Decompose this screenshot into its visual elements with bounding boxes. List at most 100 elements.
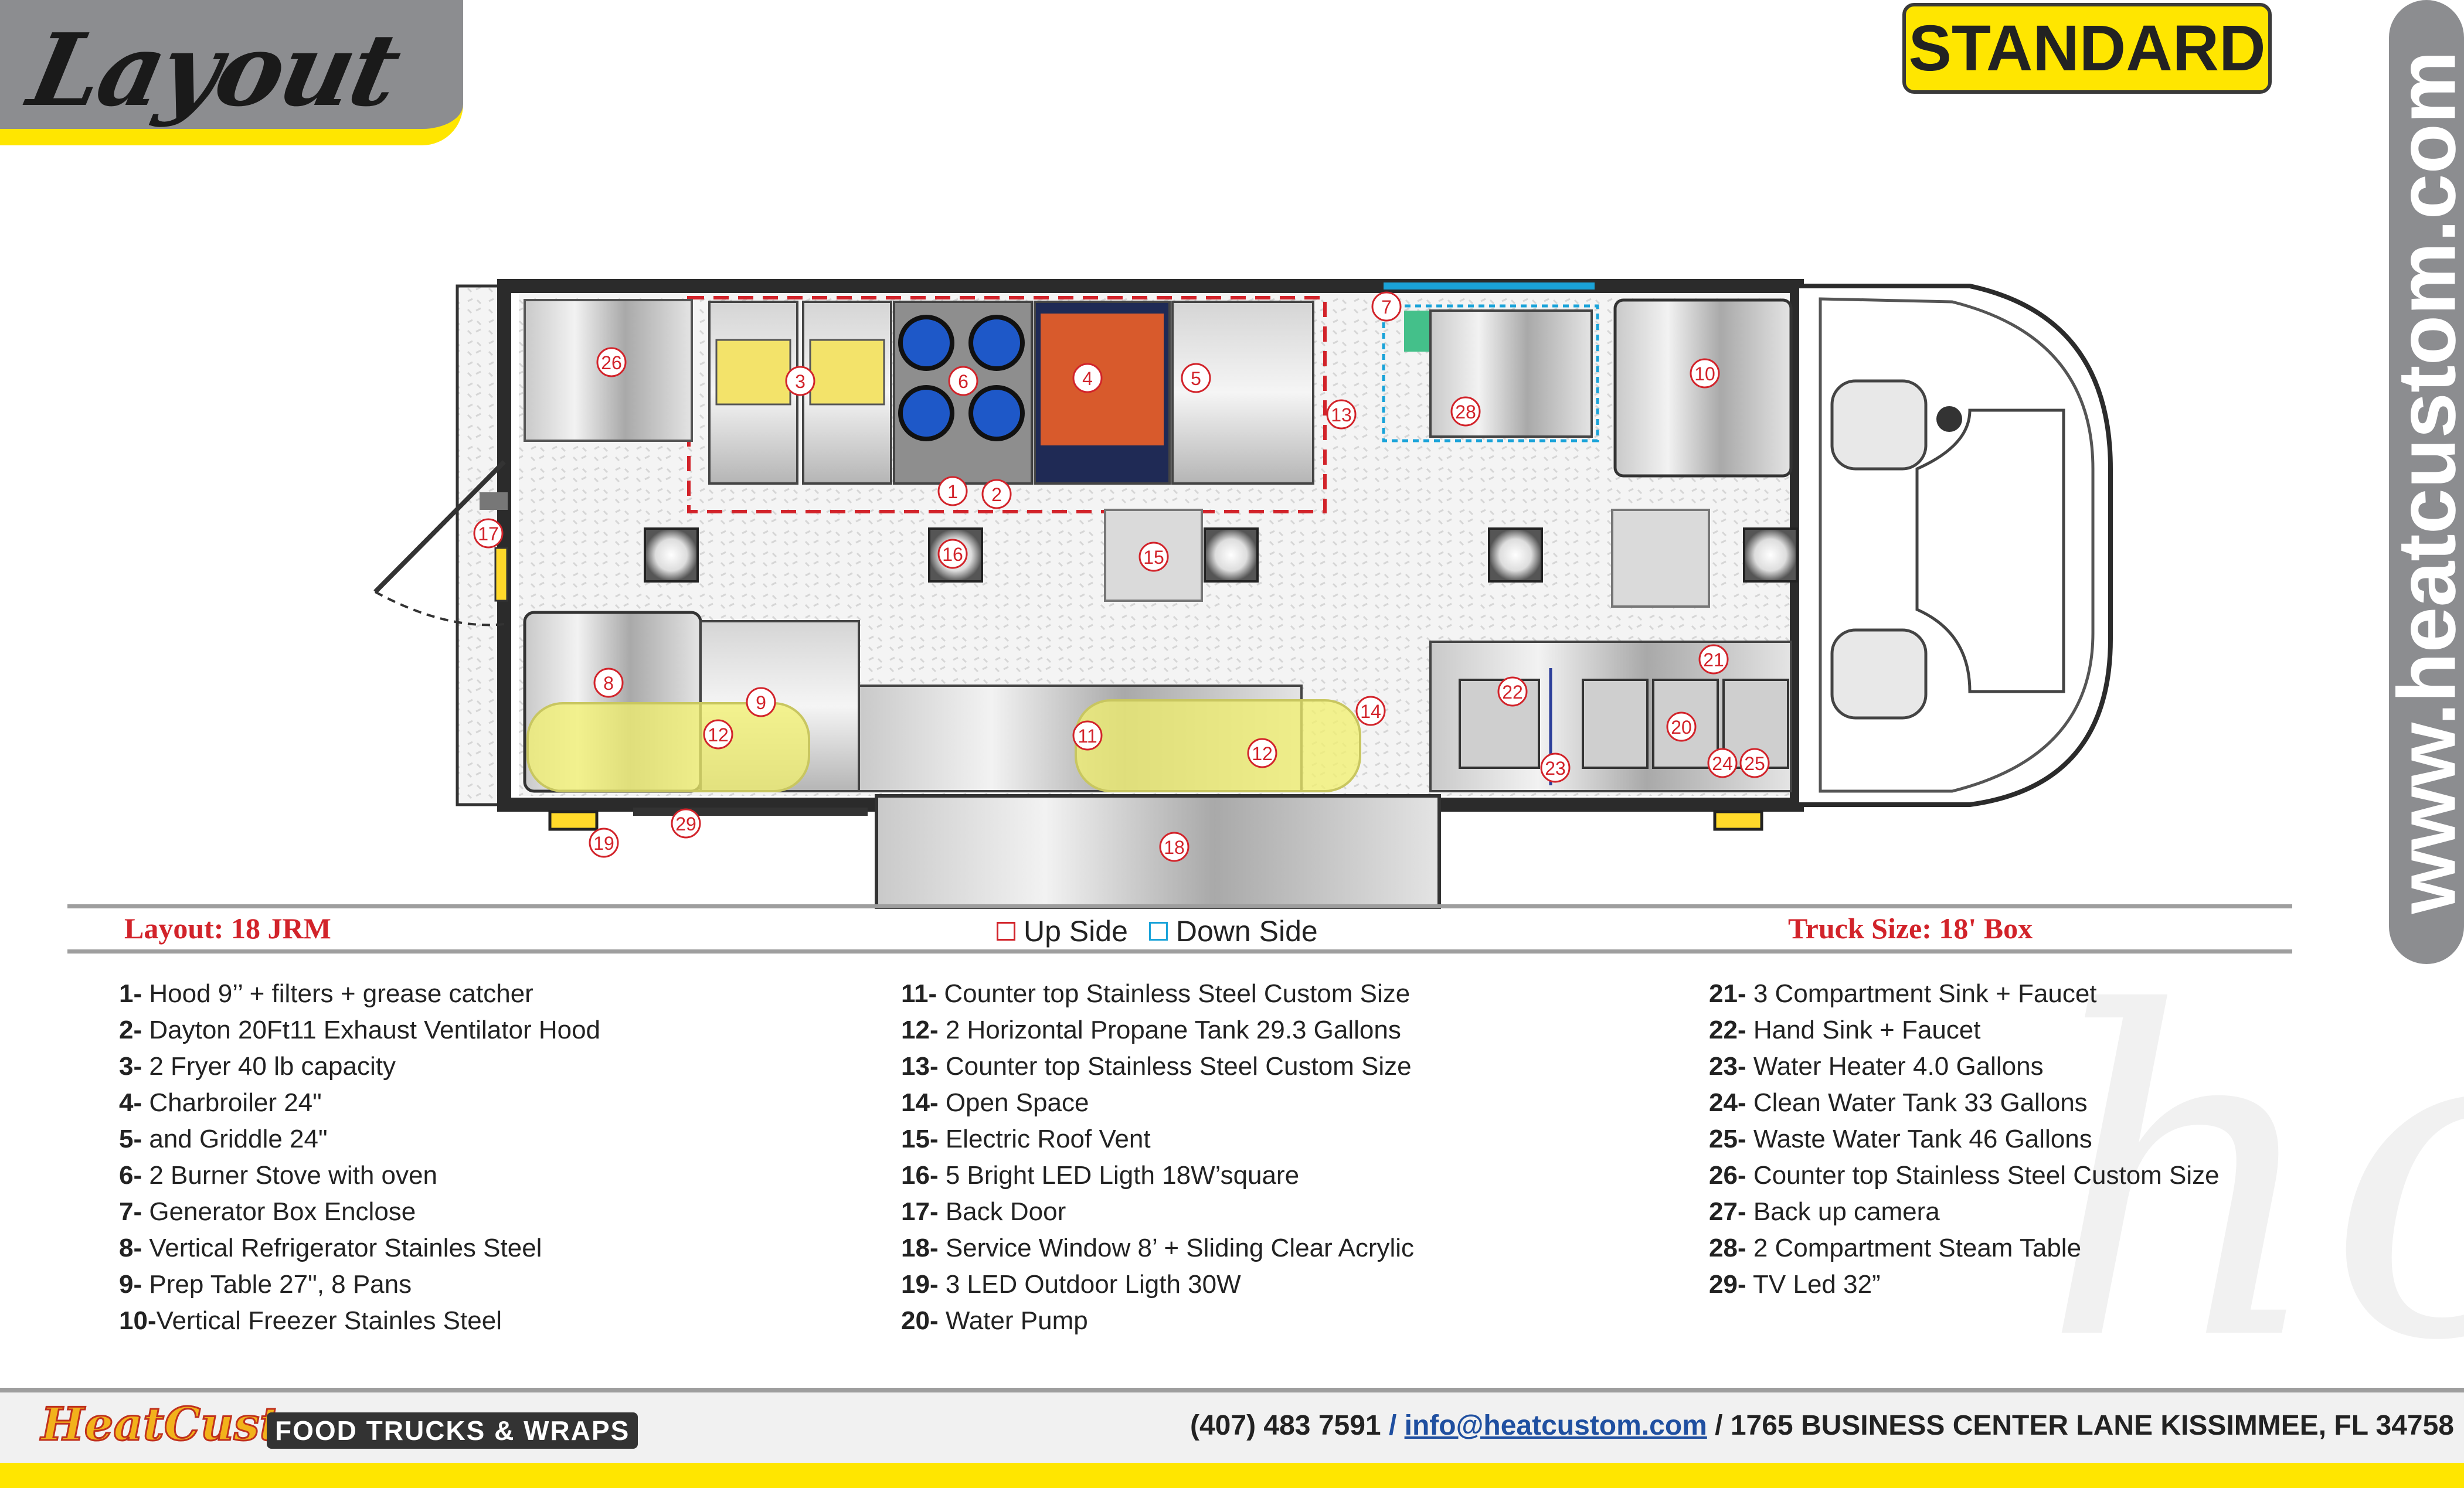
- water-pump: [494, 547, 508, 602]
- list-item: 24- Clean Water Tank 33 Gallons: [1709, 1088, 2088, 1117]
- marker-3-label: 3: [795, 371, 806, 392]
- marker-6-label: 6: [958, 371, 968, 392]
- legend-down-swatch: [1148, 922, 1168, 941]
- tagline-badge: FOOD TRUCKS & WRAPS: [267, 1412, 638, 1449]
- marker-1-label: 1: [947, 481, 958, 502]
- marker-17: 17: [473, 518, 504, 549]
- marker-12a: 12: [703, 719, 733, 750]
- marker-21-label: 21: [1703, 649, 1724, 670]
- marker-1: 1: [937, 476, 968, 506]
- list-item: 9- Prep Table 27", 8 Pans: [119, 1270, 412, 1299]
- marker-8: 8: [593, 668, 624, 698]
- footer-accent-strip: [0, 1463, 2464, 1488]
- burner-2: [968, 315, 1025, 371]
- list-item: 20- Water Pump: [901, 1306, 1088, 1335]
- dashboard: [1915, 408, 2065, 693]
- led-light-1: [644, 527, 699, 583]
- list-item: 2- Dayton 20Ft11 Exhaust Ventilator Hood: [119, 1016, 601, 1044]
- marker-18: 18: [1159, 832, 1189, 862]
- marker-25: 25: [1739, 748, 1770, 778]
- exhaust-hood-outline: [687, 296, 1327, 513]
- marker-23-label: 23: [1545, 758, 1566, 779]
- footer-divider: [0, 1388, 2464, 1392]
- burner-4: [968, 385, 1025, 441]
- burner-1: [898, 315, 954, 371]
- marker-10-label: 10: [1694, 363, 1715, 384]
- propane-tank-1: [526, 702, 810, 792]
- legend-down-label: Down Side: [1175, 915, 1318, 948]
- marker-16-label: 16: [942, 544, 963, 565]
- marker-20: 20: [1666, 711, 1697, 742]
- marker-5: 5: [1181, 363, 1211, 393]
- led-light-3: [1204, 527, 1259, 583]
- side-url-bar: [2389, 0, 2464, 964]
- hc-watermark: hc: [2040, 920, 2464, 1438]
- separator: /: [1388, 1410, 1397, 1441]
- list-item: 21- 3 Compartment Sink + Faucet: [1709, 979, 2097, 1008]
- back-up-camera: [480, 492, 508, 510]
- tv-led: [633, 808, 868, 816]
- layout-code: Layout: 18 JRM: [124, 912, 331, 945]
- marker-layer: 1 2 3 4 5 6 7 8 9 10 11 12 12 13 14 15 1…: [473, 291, 1770, 862]
- list-item: 29- TV Led 32”: [1709, 1270, 1881, 1299]
- fryer-basket-1: [715, 339, 791, 406]
- marker-29-label: 29: [675, 813, 696, 835]
- marker-16: 16: [937, 539, 968, 569]
- marker-24: 24: [1707, 748, 1738, 778]
- list-item: 27- Back up camera: [1709, 1197, 1940, 1226]
- list-item: 28- 2 Compartment Steam Table: [1709, 1234, 2082, 1262]
- marker-19: 19: [589, 828, 619, 858]
- marker-13-label: 13: [1331, 404, 1352, 425]
- floor-plan-diagram: 1 2 3 4 5 6 7 8 9 10 11 12 12 13 14 15 1…: [373, 279, 2113, 909]
- phone-number[interactable]: (407) 483 7591: [1190, 1410, 1381, 1441]
- list-item: 19- 3 LED Outdoor Ligth 30W: [901, 1270, 1241, 1299]
- list-item: 15- Electric Roof Vent: [901, 1125, 1151, 1153]
- legend-up-swatch: [997, 922, 1015, 941]
- divider-bottom: [67, 949, 2292, 954]
- outdoor-light-1: [548, 810, 599, 831]
- cab-window: [1819, 297, 2095, 793]
- marker-9: 9: [746, 687, 776, 717]
- email-link[interactable]: info@heatcustom.com: [1404, 1410, 1707, 1441]
- layout-header-tab: [0, 0, 463, 145]
- address: 1765 BUSINESS CENTER LANE KISSIMMEE, FL …: [1730, 1410, 2454, 1441]
- outdoor-light-2: [1713, 810, 1763, 831]
- marker-12a-label: 12: [708, 724, 729, 745]
- marker-8-label: 8: [603, 673, 614, 694]
- marker-2: 2: [981, 479, 1012, 509]
- contact-line: (407) 483 7591 / info@heatcustom.com / 1…: [1190, 1409, 2454, 1442]
- list-item: 5- and Griddle 24": [119, 1125, 328, 1153]
- sink-compartment-1: [1582, 679, 1649, 769]
- marker-23: 23: [1540, 752, 1571, 783]
- marker-2-label: 2: [991, 484, 1002, 505]
- marker-21: 21: [1698, 644, 1729, 675]
- fryer-group: [708, 301, 892, 485]
- service-window: [875, 794, 1441, 909]
- marker-4-label: 4: [1082, 368, 1093, 389]
- marker-20-label: 20: [1671, 717, 1692, 738]
- led-light-4: [1488, 527, 1543, 583]
- item-list-col-2: 11- Counter top Stainless Steel Custom S…: [901, 976, 1414, 1339]
- marker-26: 26: [596, 347, 627, 377]
- item-list-col-3: 21- 3 Compartment Sink + Faucet 22- Hand…: [1709, 976, 2220, 1303]
- list-item: 22- Hand Sink + Faucet: [1709, 1016, 1981, 1044]
- list-item: 18- Service Window 8’ + Sliding Clear Ac…: [901, 1234, 1415, 1262]
- marker-19-label: 19: [593, 833, 614, 854]
- marker-10: 10: [1690, 358, 1720, 389]
- list-item: 16- 5 Bright LED Ligth 18W’square: [901, 1161, 1300, 1190]
- list-item: 7- Generator Box Enclose: [119, 1197, 416, 1226]
- marker-3: 3: [785, 366, 815, 396]
- divider-top: [67, 904, 2292, 908]
- truck-size: Truck Size: 18' Box: [1788, 912, 2033, 945]
- separator: /: [1715, 1410, 1723, 1441]
- marker-14-label: 14: [1360, 701, 1381, 722]
- marker-15-label: 15: [1143, 547, 1164, 568]
- list-item: 8- Vertical Refrigerator Stainles Steel: [119, 1234, 542, 1262]
- marker-28-label: 28: [1455, 401, 1476, 423]
- list-item: 13- Counter top Stainless Steel Custom S…: [901, 1052, 1412, 1081]
- list-item: 14- Open Space: [901, 1088, 1089, 1117]
- marker-6: 6: [948, 366, 978, 396]
- marker-11: 11: [1072, 720, 1103, 751]
- list-item: 11- Counter top Stainless Steel Custom S…: [901, 979, 1411, 1008]
- list-item: 6- 2 Burner Stove with oven: [119, 1161, 437, 1190]
